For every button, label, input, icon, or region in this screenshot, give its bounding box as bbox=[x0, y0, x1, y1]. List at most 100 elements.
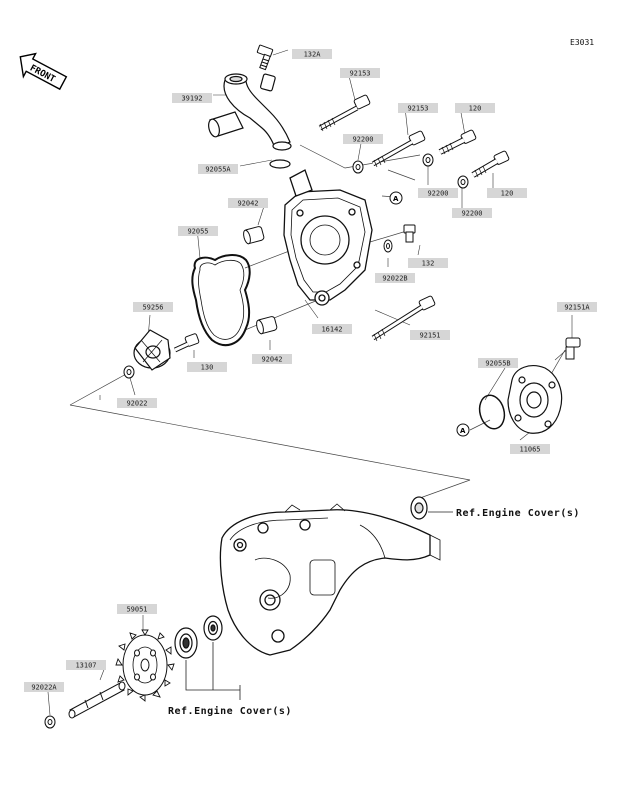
part-number-text: 92022 bbox=[126, 400, 147, 408]
hose-pipe-39192-icon bbox=[208, 73, 292, 151]
part-label-box bbox=[252, 354, 292, 364]
part-number-text: 59256 bbox=[142, 304, 163, 312]
part-label-59051: 59051 bbox=[117, 604, 157, 614]
part-number-text: 59051 bbox=[126, 606, 147, 614]
bolt-92151A-icon bbox=[565, 337, 581, 360]
part-number-text: 92022B bbox=[382, 275, 407, 283]
part-number-text: 120 bbox=[501, 190, 514, 198]
part-number-text: 92022A bbox=[31, 684, 57, 692]
part-label-92151A: 92151A bbox=[557, 302, 597, 312]
part-number-text: 92151A bbox=[564, 304, 590, 312]
part-label-92151: 92151 bbox=[410, 330, 450, 340]
part-label-92042b: 92042 bbox=[252, 354, 292, 364]
part-label-box bbox=[398, 103, 438, 113]
part-label-box bbox=[343, 134, 383, 144]
part-label-box bbox=[117, 604, 157, 614]
bolt-92153-b-icon bbox=[371, 130, 426, 168]
part-label-box bbox=[178, 226, 218, 236]
bolt-132-icon bbox=[403, 224, 416, 243]
part-number-text: 16142 bbox=[321, 326, 342, 334]
bearing-large-icon bbox=[174, 627, 198, 659]
bolt-92153-a-icon bbox=[318, 94, 371, 132]
part-label-box bbox=[487, 188, 527, 198]
dowel-pin-92042-a-icon bbox=[243, 226, 265, 245]
part-label-box bbox=[557, 302, 597, 312]
part-label-box bbox=[510, 444, 550, 454]
part-label-box bbox=[408, 258, 448, 268]
part-label-92153a: 92153 bbox=[340, 68, 380, 78]
part-label-59256: 59256 bbox=[133, 302, 173, 312]
seal-engine-cover-icon bbox=[410, 496, 428, 520]
part-label-box bbox=[340, 68, 380, 78]
part-label-box bbox=[375, 273, 415, 283]
part-number-text: 13107 bbox=[75, 662, 96, 670]
svg-text:A: A bbox=[460, 427, 466, 435]
impeller-59256-icon bbox=[133, 329, 171, 371]
part-label-box bbox=[172, 93, 212, 103]
dowel-pin-92042-b-icon bbox=[256, 316, 278, 335]
part-label-box bbox=[452, 208, 492, 218]
part-label-box bbox=[312, 324, 352, 334]
part-label-92042a: 92042 bbox=[228, 198, 268, 208]
part-number-text: 132A bbox=[304, 51, 322, 59]
washer-92022-icon bbox=[123, 365, 135, 379]
part-label-92153b: 92153 bbox=[398, 103, 438, 113]
part-number-text: 92055 bbox=[187, 228, 208, 236]
part-label-92200c: 92200 bbox=[452, 208, 492, 218]
part-label-box bbox=[133, 302, 173, 312]
part-label-92200b: 92200 bbox=[418, 188, 458, 198]
part-number-text: 132 bbox=[422, 260, 435, 268]
shaft-13107-icon bbox=[68, 681, 126, 719]
washer-92200-a-icon bbox=[352, 160, 364, 174]
bearing-small-icon bbox=[203, 615, 223, 641]
bolt-132A-icon bbox=[256, 44, 274, 71]
part-number-text: 92042 bbox=[237, 200, 258, 208]
part-number-text: 120 bbox=[469, 105, 482, 113]
part-number-text: 92153 bbox=[349, 70, 370, 78]
part-label-box bbox=[228, 198, 268, 208]
part-label-box bbox=[24, 682, 64, 692]
part-label-92055B: 92055B bbox=[478, 358, 518, 368]
pump-body-16142-icon bbox=[283, 169, 373, 306]
part-label-16142: 16142 bbox=[312, 324, 352, 334]
washer-92022B-icon bbox=[383, 239, 393, 253]
part-label-92022: 92022 bbox=[117, 398, 157, 408]
part-label-box bbox=[418, 188, 458, 198]
part-number-text: 130 bbox=[201, 364, 214, 372]
part-number-text: 92055B bbox=[485, 360, 510, 368]
part-label-box bbox=[198, 164, 238, 174]
part-number-text: 92200 bbox=[427, 190, 448, 198]
bolt-120-b-icon bbox=[471, 150, 510, 178]
part-label-39192: 39192 bbox=[172, 93, 212, 103]
front-arrow-icon: FRONT bbox=[19, 52, 68, 91]
part-label-box bbox=[66, 660, 106, 670]
part-number-text: 11065 bbox=[519, 446, 540, 454]
part-label-132A: 132A bbox=[292, 49, 332, 59]
bolt-120-a-icon bbox=[438, 129, 477, 155]
part-number-text: 39192 bbox=[181, 95, 202, 103]
gasket-92055-icon bbox=[191, 254, 251, 347]
part-label-box bbox=[410, 330, 450, 340]
washer-92022A-icon bbox=[44, 715, 56, 729]
ref-engine-cover-label-2: Ref.Engine Cover(s) bbox=[168, 705, 292, 717]
part-label-92022A: 92022A bbox=[24, 682, 64, 692]
part-label-box bbox=[292, 49, 332, 59]
part-number-text: 92151 bbox=[419, 332, 440, 340]
part-number-text: 92200 bbox=[461, 210, 482, 218]
part-label-13107: 13107 bbox=[66, 660, 106, 670]
bolt-92151-icon bbox=[371, 295, 436, 342]
part-number-text: 92055A bbox=[205, 166, 231, 174]
part-label-11065: 11065 bbox=[510, 444, 550, 454]
bolt-130-icon bbox=[173, 333, 200, 353]
part-label-box bbox=[187, 362, 227, 372]
part-label-box bbox=[117, 398, 157, 408]
part-label-120b: 120 bbox=[487, 188, 527, 198]
ref-bracket-lines bbox=[185, 511, 453, 700]
o-ring-92055B-icon bbox=[478, 394, 506, 430]
part-number-text: 92200 bbox=[352, 136, 373, 144]
diagram-code: E3031 bbox=[570, 38, 594, 47]
part-label-box bbox=[455, 103, 495, 113]
cover-11065-icon bbox=[507, 365, 563, 434]
